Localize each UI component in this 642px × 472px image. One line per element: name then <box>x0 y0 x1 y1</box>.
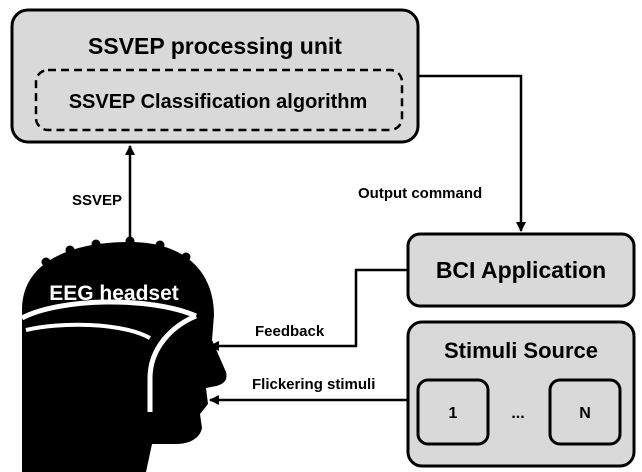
electrode-icon <box>65 245 75 255</box>
processing-unit-box <box>10 8 420 144</box>
headset-band-line <box>20 299 197 321</box>
classification-algorithm-label: SSVEP Classification algorithm <box>69 91 368 113</box>
flickering-stimuli-label: Flickering stimuli <box>252 376 375 393</box>
ssvep-arrow-label: SSVEP <box>72 192 122 209</box>
electrode-icon <box>155 240 165 250</box>
classification-algorithm-box <box>34 68 404 132</box>
stimuli-source-title: Stimuli Source <box>444 338 598 363</box>
stimulus-n-label: N <box>579 405 591 422</box>
eeg-headset-icon: EEG headset <box>20 236 227 472</box>
output-command-arrow <box>418 74 526 232</box>
stimulus-1-box <box>416 378 490 446</box>
head-silhouette <box>22 242 227 472</box>
bci-application-title: BCI Application <box>436 257 606 283</box>
feedback-label: Feedback <box>255 323 325 340</box>
electrode-icon <box>181 252 191 262</box>
electrode-icon <box>41 257 51 267</box>
electrode-icon <box>125 236 135 246</box>
headset-strap-line <box>147 313 197 412</box>
stimuli-source-block: Stimuli Source 1 ... N <box>406 320 636 468</box>
output-command-label: Output command <box>358 185 482 202</box>
bci-application-block: BCI Application <box>406 232 636 308</box>
processing-unit-title: SSVEP processing unit <box>88 33 342 59</box>
processing-unit-block: SSVEP processing unit SSVEP Classificati… <box>10 8 420 144</box>
stimulus-ellipsis: ... <box>511 405 524 422</box>
headset-label: EEG headset <box>49 282 179 305</box>
feedback-arrow <box>209 268 408 351</box>
electrode-icon <box>91 239 101 249</box>
stimulus-1-label: 1 <box>449 405 458 422</box>
headset-ear-line <box>25 322 151 340</box>
stimulus-n-box <box>548 378 622 446</box>
